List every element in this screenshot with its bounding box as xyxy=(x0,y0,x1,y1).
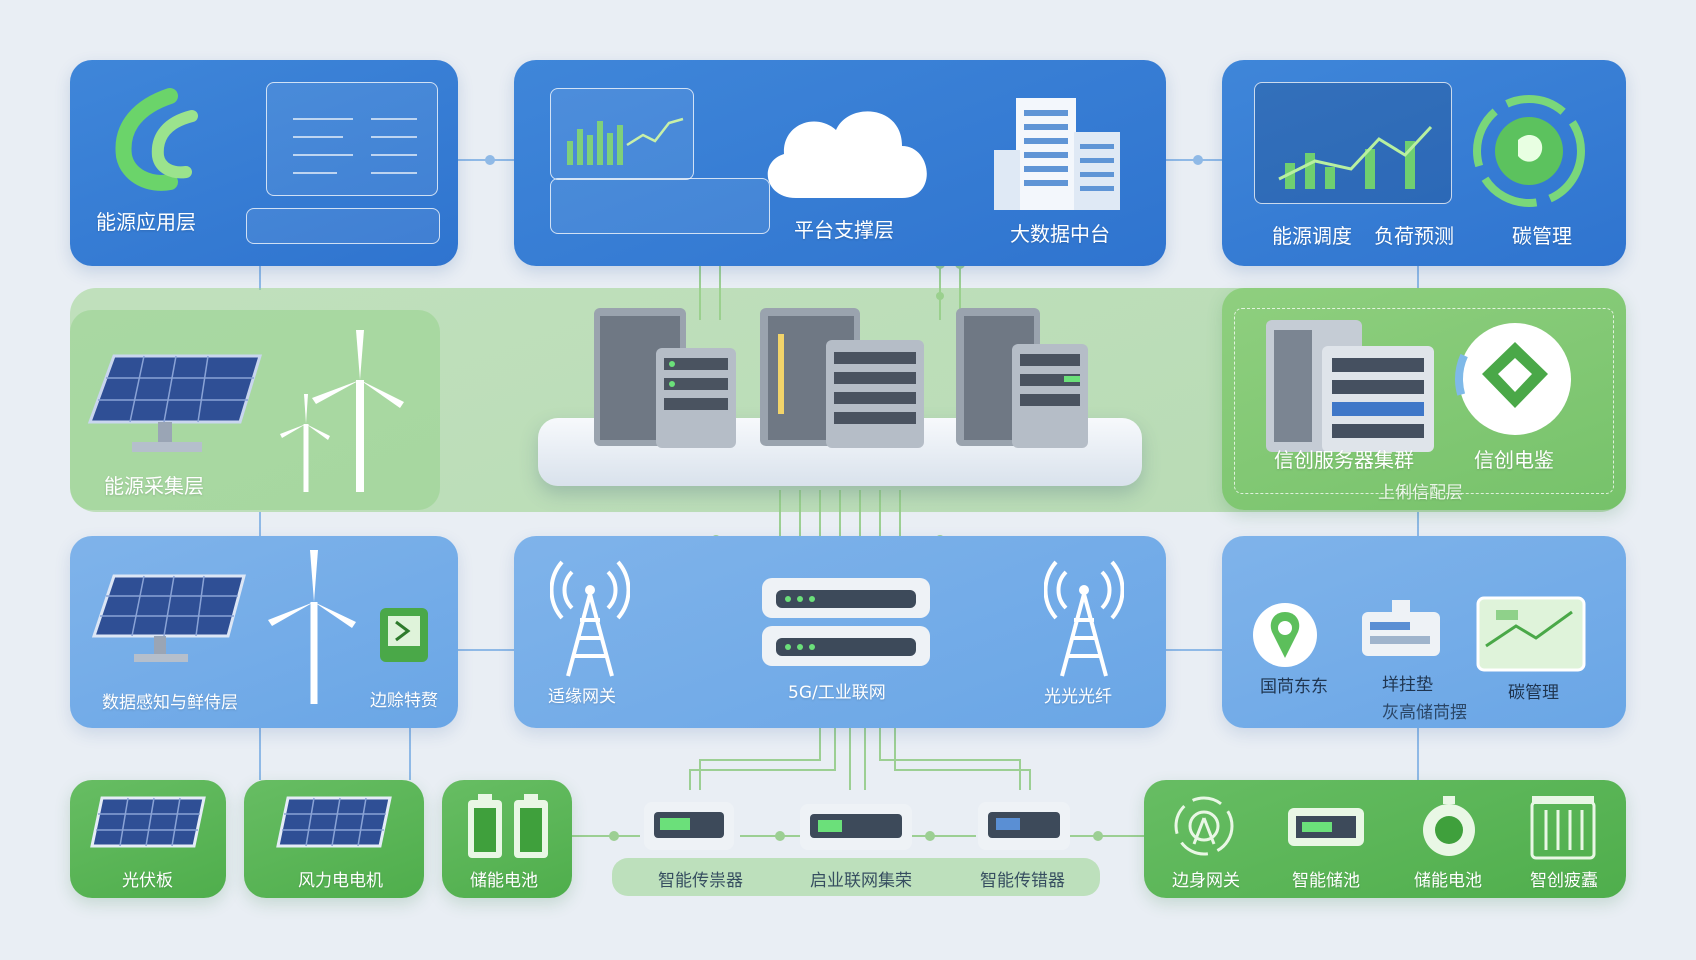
wind-generator-label: 风力电电机 xyxy=(298,871,383,891)
battery-gauge-icon xyxy=(1423,796,1475,856)
carbon-management-label: 碳管理 xyxy=(1512,224,1572,248)
smart-sensor-icon xyxy=(978,802,1070,850)
wind-generator-panel: 风力电电机 xyxy=(244,780,424,898)
edge-device-icon xyxy=(380,608,428,662)
map-label: 国苘东东 xyxy=(1260,677,1328,697)
xinchuang-server-cluster-label: 信创服务器集群 xyxy=(1274,448,1414,472)
energy-logo-icon xyxy=(115,88,198,191)
energy-dispatch-panel: 能源调度 负荷预测 碳管理 xyxy=(1222,60,1626,266)
5g-industrial-network-label: 5G/工业联网 xyxy=(788,683,886,703)
pv-panel: 光伏板 xyxy=(70,780,226,898)
energy-collection-layer-panel: 能源采集层 xyxy=(70,310,440,510)
edge-gateway-label: 适缘网关 xyxy=(548,687,616,707)
server-rack-icon xyxy=(760,308,924,448)
smart-storage-icon xyxy=(1288,808,1364,846)
right-middle-panel: 国苘东东 垟拄垫 碳管理 灰高储苘摆 xyxy=(1222,536,1626,728)
status-mini-screen xyxy=(550,178,770,234)
signal-tower-icon xyxy=(550,560,630,677)
edge-gateway-label: 边身网关 xyxy=(1172,871,1240,891)
device-caption-pill xyxy=(612,858,1100,896)
network-panel: 适缘网关 5G/工业联网 光光光纤 xyxy=(514,536,1166,728)
smart-storage-label: 智能储池 xyxy=(1292,871,1360,891)
xinchuang-server-panel: 信创服务器集群 信创电鉴 上俐信配层 xyxy=(1222,288,1626,510)
carbon-map-label: 碳管理 xyxy=(1508,683,1559,703)
optical-fiber-label: 光光光纤 xyxy=(1044,687,1112,707)
battery-icon xyxy=(468,794,548,858)
carbon-map-icon xyxy=(1476,596,1586,672)
edge-gateway-icon xyxy=(1174,796,1234,856)
terminal-device-icon xyxy=(1362,600,1440,656)
energy-application-layer-panel: 能源应用层 xyxy=(70,60,458,266)
edge-devices-panel: 边身网关 智能储池 储能电池 智创疲蠹 xyxy=(1144,780,1626,898)
energy-dispatch-label: 能源调度 xyxy=(1272,224,1352,248)
data-center-building-icon xyxy=(994,98,1120,210)
dashboard-mini-screen xyxy=(266,82,438,196)
analytics-mini-screen xyxy=(550,88,694,180)
map-location-icon xyxy=(1253,603,1317,667)
xinchuang-chip-icon xyxy=(1455,319,1575,439)
battery-label: 储能电池 xyxy=(470,871,538,891)
carbon-management-icon xyxy=(1473,95,1585,207)
server-cluster-icon xyxy=(1266,320,1434,452)
data-sensing-layer-label: 数据感知与鲜侍层 xyxy=(102,693,238,713)
server-rack-icon xyxy=(594,308,736,448)
energy-application-layer-label: 能源应用层 xyxy=(96,210,196,234)
solar-panel-icon xyxy=(91,574,246,662)
smart-cabinet-label: 智创疲蠹 xyxy=(1530,871,1598,891)
timeline-mini-screen xyxy=(246,208,440,244)
cloud-icon xyxy=(767,111,927,198)
solar-panel-icon xyxy=(276,796,392,848)
right-middle-sublabel: 灰高储苘摆 xyxy=(1382,703,1467,723)
smart-sensor-caption-2: 智能传错器 xyxy=(980,871,1065,891)
xinchuang-chip-label: 信创电鉴 xyxy=(1474,448,1554,472)
wind-turbine-icon xyxy=(280,330,404,492)
platform-support-label: 平台支撑层 xyxy=(794,218,894,242)
solar-panel-icon xyxy=(87,354,263,452)
energy-collection-layer-label: 能源采集层 xyxy=(104,474,204,498)
battery-panel: 储能电池 xyxy=(442,780,572,898)
fiber-tower-icon xyxy=(1044,560,1124,677)
smart-sensor-caption: 智能传祟器 xyxy=(658,871,743,891)
terminal-label: 垟拄垫 xyxy=(1382,675,1433,695)
dashed-frame xyxy=(1234,308,1614,494)
pv-label: 光伏板 xyxy=(122,871,173,891)
iot-gateway-icon xyxy=(800,804,912,850)
iot-caption: 启业联网集荣 xyxy=(810,871,912,891)
battery-storage-label: 储能电池 xyxy=(1414,871,1482,891)
xinchuang-layer-label: 上俐信配层 xyxy=(1378,483,1463,503)
smart-cabinet-icon xyxy=(1530,796,1596,860)
platform-support-panel: 平台支撑层 大数据中台 xyxy=(514,60,1166,266)
solar-panel-icon xyxy=(90,796,206,848)
data-sensing-layer-panel: 数据感知与鲜侍层 边赊特赘 xyxy=(70,536,458,728)
edge-terminal-label: 边赊特赘 xyxy=(370,691,438,711)
forecast-chart-screen xyxy=(1254,82,1452,204)
load-forecast-label: 负荷预测 xyxy=(1374,224,1454,248)
router-icon xyxy=(762,578,930,666)
smart-sensor-icon xyxy=(644,802,734,850)
big-data-platform-label: 大数据中台 xyxy=(1010,222,1110,246)
server-rack-icon xyxy=(956,308,1088,448)
wind-turbine-icon xyxy=(268,550,356,704)
